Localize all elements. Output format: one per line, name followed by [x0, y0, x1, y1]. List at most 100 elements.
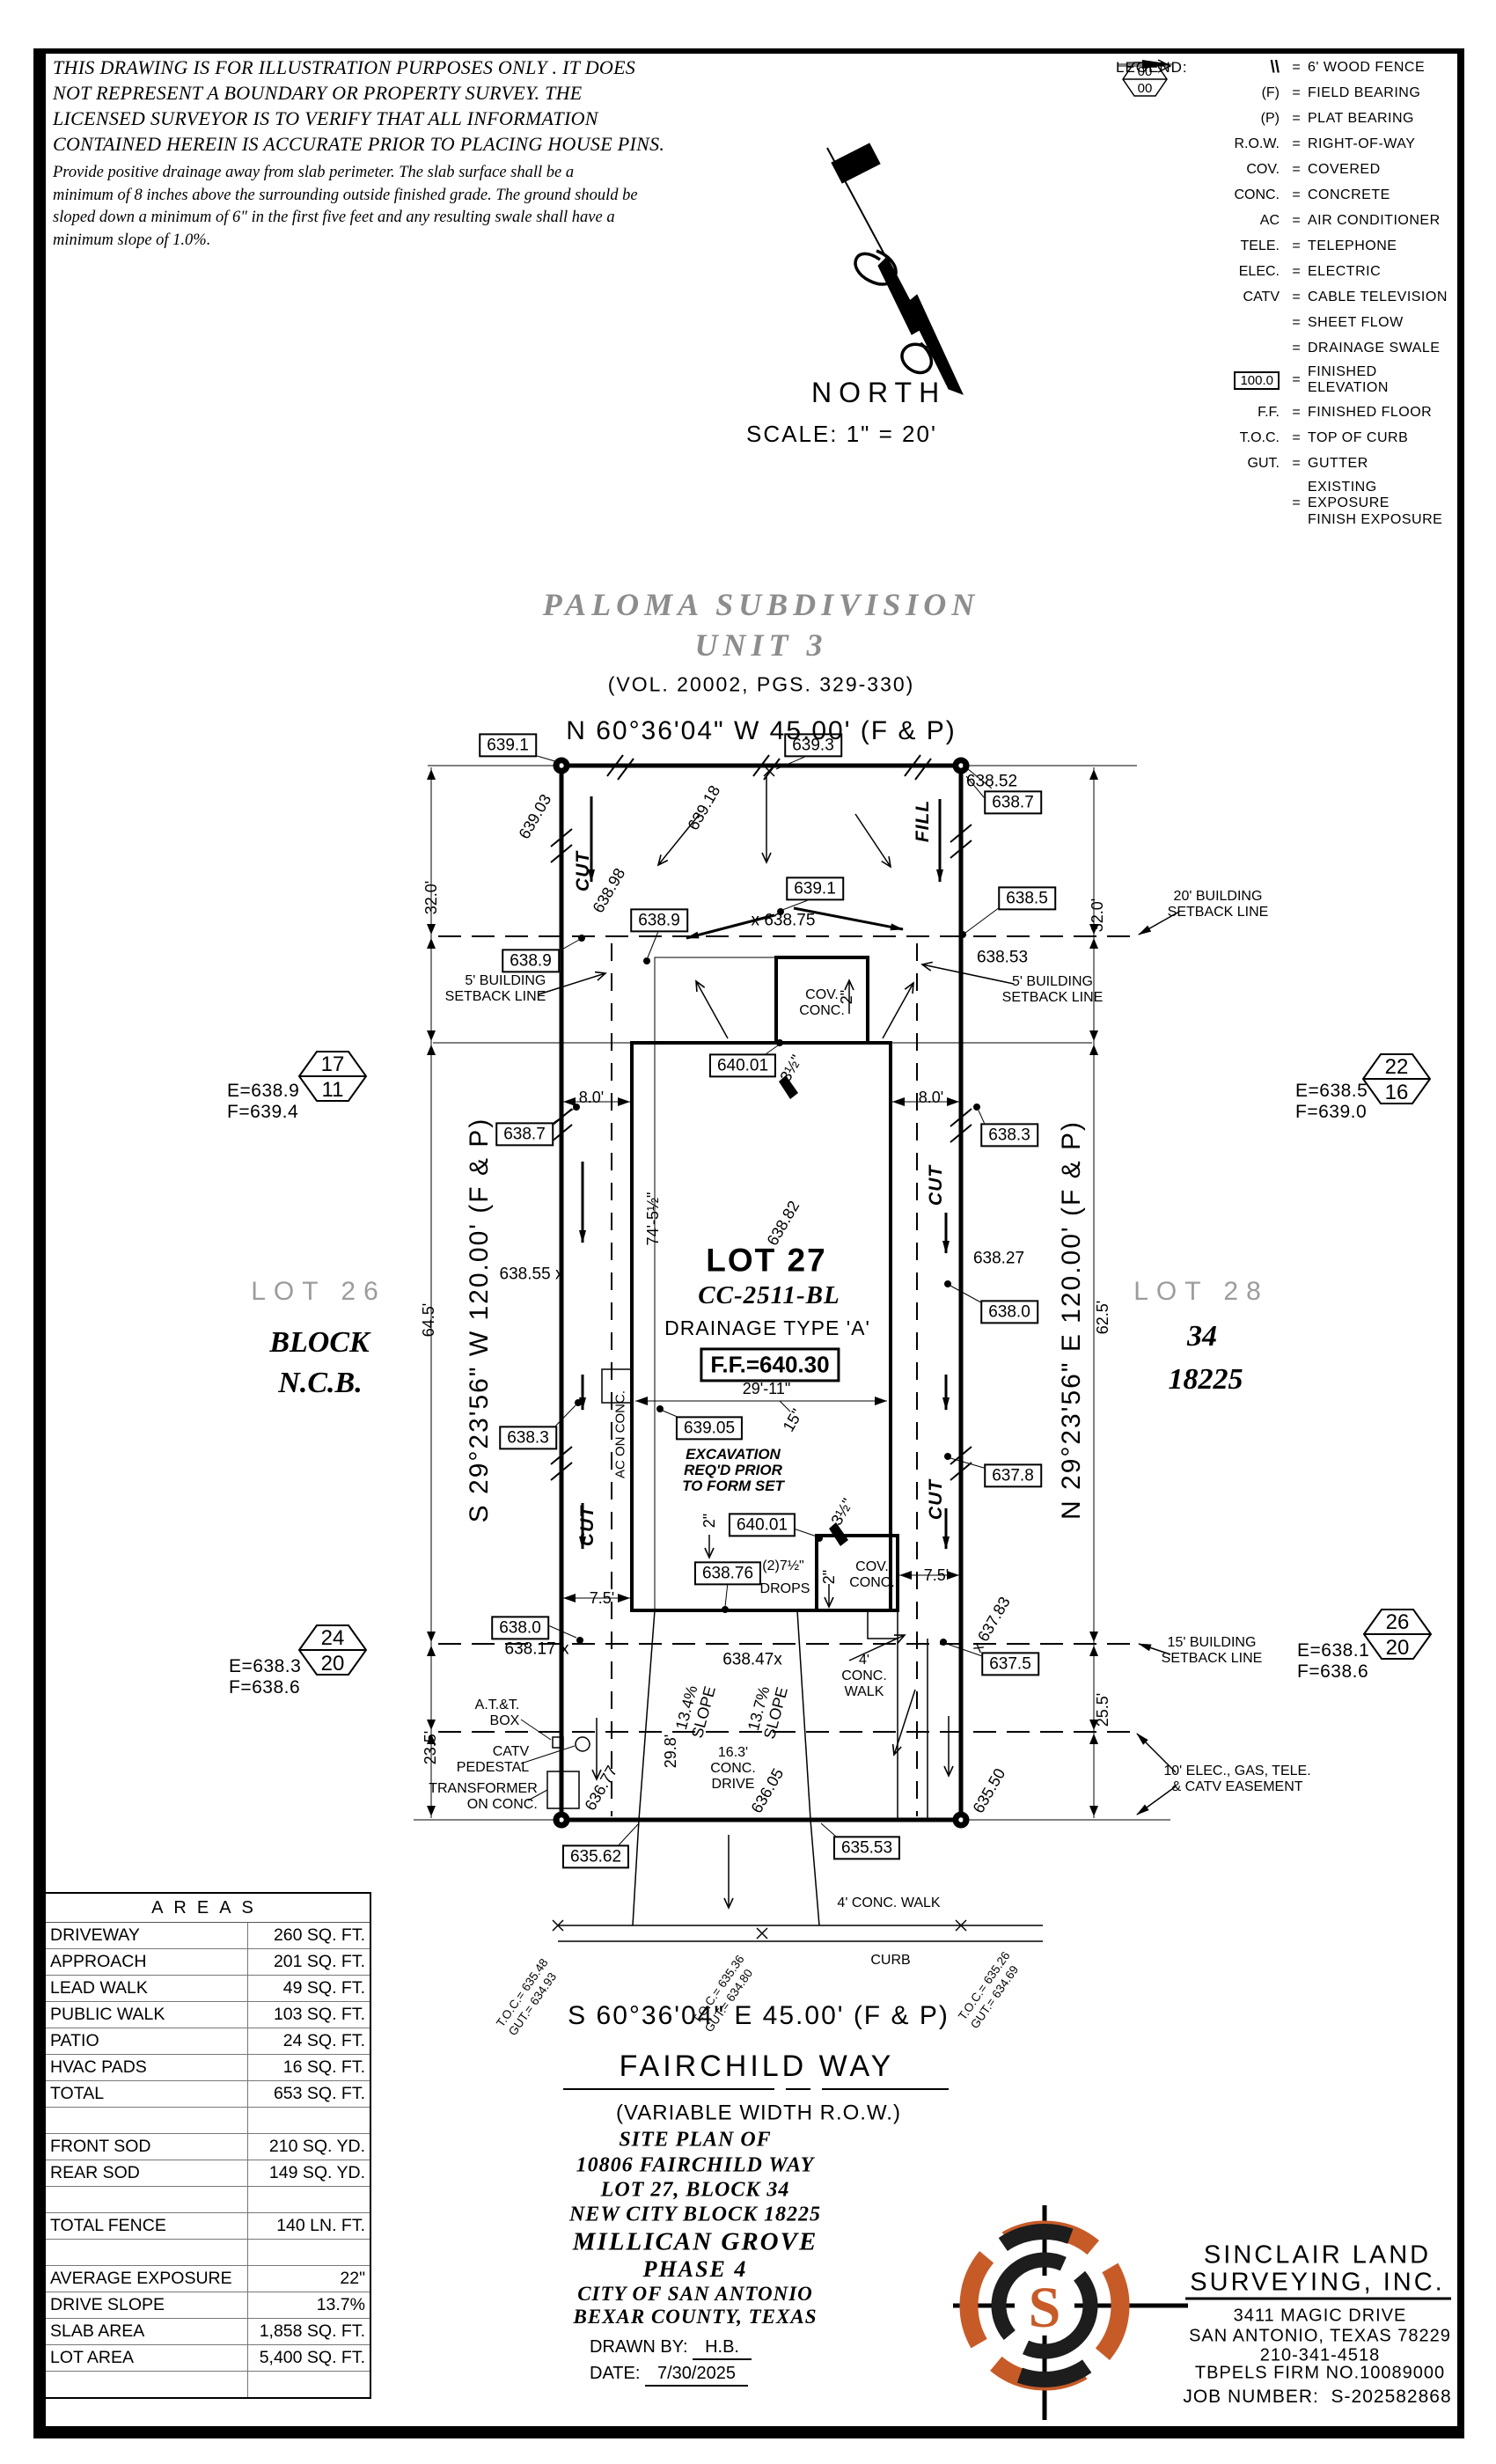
lot-number: LOT 27 — [706, 1242, 827, 1279]
title-line-1: 10806 FAIRCHILD WAY — [576, 2153, 815, 2177]
plan-label: 637.8 — [984, 1463, 1042, 1488]
areas-row-value: 13.7% — [247, 2292, 371, 2319]
legend-symbol: AC — [1259, 213, 1280, 228]
title-line-6: CITY OF SAN ANTONIO — [577, 2283, 813, 2305]
areas-table-title: AREAS — [44, 1892, 371, 1923]
plan-label: 638.0 — [980, 1300, 1038, 1324]
plan-label: 8.0' — [918, 1088, 944, 1106]
legend-label: 6' WOOD FENCE — [1308, 59, 1426, 75]
plan-label: 635.53 — [832, 1836, 901, 1860]
legend-symbol: CONC. — [1234, 187, 1280, 202]
legend-symbol: COV. — [1246, 162, 1280, 177]
legend-symbol: CATV — [1243, 290, 1280, 304]
plan-label: 20' BUILDING SETBACK LINE — [1167, 889, 1269, 920]
plan-label: CUT — [926, 1478, 947, 1521]
plan-label: x 638.75 — [751, 911, 816, 930]
legend-label: FIELD BEARING — [1308, 84, 1421, 100]
areas-row-value: 1,858 SQ. FT. — [247, 2318, 371, 2345]
svg-text:20: 20 — [321, 1652, 345, 1676]
areas-row-value: 260 SQ. FT. — [247, 1922, 371, 1949]
areas-table-row — [44, 2107, 371, 2134]
plan-label: 62.5' — [1093, 1300, 1111, 1335]
firm-license: TBPELS FIRM NO.10089000 — [1194, 2363, 1446, 2383]
firm-address-2: SAN ANTONIO, TEXAS 78229 — [1189, 2326, 1451, 2346]
plan-label: 639.3 — [784, 733, 842, 758]
plan-label: DROPS — [759, 1581, 810, 1597]
areas-row-value: 140 LN. FT. — [247, 2212, 371, 2240]
areas-row-label: LOT AREA — [44, 2344, 248, 2372]
areas-row-value: 149 SQ. YD. — [247, 2160, 371, 2187]
plan-label: 638.9 — [502, 949, 560, 973]
legend-label: RIGHT-OF-WAY — [1308, 136, 1416, 151]
areas-row-label — [44, 2239, 248, 2266]
drawn-by-value: H.B. — [693, 2337, 752, 2360]
legend-symbol: T.O.C. — [1239, 429, 1280, 445]
plan-label: 23.5' — [421, 1730, 439, 1765]
plan-label: 32.0' — [1088, 898, 1106, 933]
bearing-north: N 60°36'04" W 45.00' (F & P) — [566, 716, 957, 746]
plan-label: AC ON CONC. — [612, 1390, 628, 1479]
areas-row-label: APPROACH — [44, 1948, 248, 1976]
plan-label: 7.5' — [923, 1566, 950, 1584]
legend-item: CONC.=CONCRETE — [1116, 186, 1450, 205]
areas-row-label: REAR SOD — [44, 2160, 248, 2187]
plan-label: 638.52 — [965, 772, 1018, 791]
scale-label: SCALE: 1" = 20' — [746, 421, 937, 447]
plan-label: 29.8' — [661, 1734, 679, 1769]
plan-label: 638.3 — [499, 1426, 557, 1450]
plan-label: 638.9 — [630, 908, 688, 933]
plan-label: 638.17 x — [504, 1639, 569, 1659]
legend-item: =SHEET FLOW — [1116, 59, 1450, 333]
plan-label: 2" — [819, 1569, 838, 1585]
areas-row-value — [247, 2371, 371, 2399]
bearing-west: S 29°23'56" W 120.00' (F & P) — [465, 1117, 495, 1523]
legend-symbol: TELE. — [1240, 238, 1280, 253]
plan-label: 4' CONC. WALK — [837, 1896, 941, 1911]
legend-symbol: GUT. — [1247, 455, 1280, 471]
legend-item: 100.0=FINISHED ELEVATION — [1116, 364, 1450, 397]
areas-table-row — [44, 2239, 371, 2266]
areas-row-label: DRIVE SLOPE — [44, 2292, 248, 2319]
firm-name-2: SURVEYING, INC. — [1190, 2268, 1445, 2297]
areas-row-value: 22" — [247, 2265, 371, 2292]
plan-label: LOT 28 — [1133, 1277, 1269, 1307]
legend-item: COV.=COVERED — [1116, 160, 1450, 180]
exposure-values: E=638.9 F=639.4 — [227, 1081, 300, 1123]
plan-label: 638.7 — [495, 1122, 554, 1147]
areas-row-label: AVERAGE EXPOSURE — [44, 2265, 248, 2292]
finished-floor: F.F.=640.30 — [700, 1347, 840, 1382]
date-value: 7/30/2025 — [644, 2364, 748, 2387]
drainage-type: DRAINAGE TYPE 'A' — [664, 1316, 870, 1340]
plan-label: A.T.&T. BOX — [474, 1698, 520, 1728]
svg-text:17: 17 — [321, 1052, 345, 1076]
legend-items: LEGEND:\\=6' WOOD FENCE(F)=FIELD BEARING… — [1116, 58, 1450, 528]
areas-row-value: 201 SQ. FT. — [247, 1948, 371, 1976]
areas-row-value — [247, 2239, 371, 2266]
legend-label: ELECTRIC — [1308, 263, 1382, 279]
svg-text:26: 26 — [1386, 1610, 1410, 1634]
legend-label: SHEET FLOW — [1308, 314, 1404, 330]
legend-symbol: F.F. — [1258, 404, 1280, 420]
legend-symbol: ELEC. — [1238, 264, 1280, 279]
plan-label: 4' CONC. WALK — [841, 1653, 887, 1699]
legend-label: COVERED — [1308, 161, 1381, 177]
areas-row-value: 103 SQ. FT. — [247, 2001, 371, 2028]
svg-text:00: 00 — [1138, 64, 1153, 79]
legend-symbol: \\ — [1270, 58, 1280, 77]
title-line-3: NEW CITY BLOCK 18225 — [568, 2203, 822, 2226]
plan-label: CUT — [573, 850, 594, 892]
areas-row-label: DRIVEWAY — [44, 1922, 248, 1949]
plan-label: 16.3' CONC. DRIVE — [710, 1745, 756, 1792]
legend-label: FINISHED ELEVATION — [1308, 364, 1389, 396]
street-name: FAIRCHILD WAY — [619, 2049, 895, 2083]
legend: LEGEND:\\=6' WOOD FENCE(F)=FIELD BEARING… — [1116, 58, 1450, 534]
plan-label: 7.5' — [589, 1588, 615, 1607]
plan-label: 25.5' — [1093, 1692, 1111, 1727]
plan-label: 32.0' — [422, 880, 440, 915]
legend-label: FINISHED FLOOR — [1308, 404, 1433, 420]
